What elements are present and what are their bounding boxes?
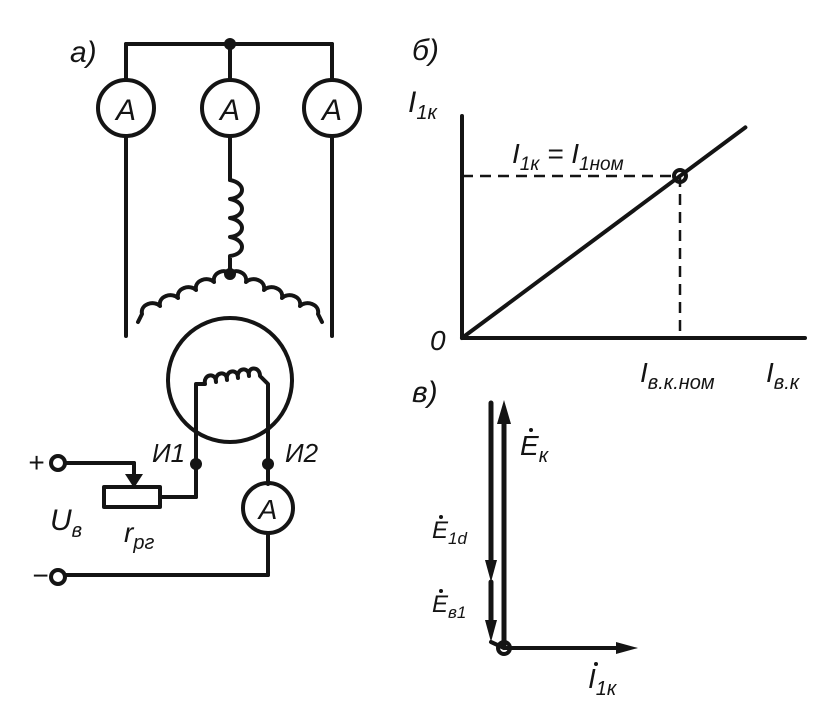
- minus-sign: −: [32, 560, 48, 591]
- rated-point-marker: [672, 168, 688, 184]
- supply-terminal-plus: [49, 454, 67, 472]
- stator-winding-right: [228, 269, 324, 324]
- phasor-origin-point: [496, 640, 512, 656]
- terminal-i2-label: И2: [285, 438, 319, 468]
- phasor-e1d-label: E1d: [432, 517, 467, 548]
- ammeter-right: A: [302, 78, 362, 138]
- phasor-i1k-arrowhead: [616, 642, 638, 654]
- supply-terminal-minus: [49, 568, 67, 586]
- phasor-eb1-arrowhead: [485, 620, 497, 642]
- i1k-dot-accent: [594, 662, 598, 666]
- phasor-ek-label: Eк: [520, 430, 550, 467]
- eb1-dot-accent: [439, 589, 443, 593]
- ammeter-left-label: A: [114, 94, 136, 127]
- stator-winding-left: [136, 269, 232, 324]
- ek-dot-accent: [529, 428, 533, 432]
- ammeter-right-label: A: [320, 94, 342, 127]
- origin-label: 0: [430, 325, 446, 356]
- rheostat-wiper-arrow: [125, 474, 143, 488]
- ammeter-excitation: A: [241, 481, 295, 535]
- panel-b-chart: б) I1к 0 I1к = I1ном Iв.к.ном Iв.к: [408, 34, 807, 394]
- x-tick-rated-label: Iв.к.ном: [640, 357, 715, 394]
- phasor-ek-arrowhead: [497, 400, 511, 424]
- rheostat-label: rрг: [124, 517, 154, 554]
- plus-sign: +: [28, 447, 44, 478]
- panel-b-label: б): [412, 34, 439, 67]
- ammeter-excitation-label: A: [257, 494, 278, 525]
- panel-a-circuit: а) A A A: [28, 36, 362, 591]
- panel-a-label: а): [70, 36, 97, 69]
- ammeter-left: A: [96, 78, 156, 138]
- y-axis-label: I1к: [408, 86, 438, 124]
- rheostat-body: [102, 485, 162, 509]
- ammeter-center-label: A: [218, 94, 240, 127]
- characteristic-line: [460, 125, 748, 340]
- phasor-i1k-label: I1к: [588, 663, 618, 700]
- rotor-field-winding: [194, 366, 270, 462]
- x-axis-label: Iв.к: [766, 357, 801, 394]
- terminal-i1-label: И1: [152, 438, 185, 468]
- ammeter-center: A: [200, 78, 260, 138]
- e1d-dot-accent: [439, 515, 443, 519]
- panel-c-label: в): [412, 376, 438, 409]
- rated-current-annotation: I1к = I1ном: [512, 138, 624, 175]
- phasor-eb1-label: Eв1: [432, 591, 466, 622]
- rotor-circle: [166, 316, 294, 444]
- voltage-label: Uв: [50, 504, 82, 542]
- panel-c-phasor: в) Eк E1d Eв1 I1к: [412, 376, 638, 700]
- phasor-e1d-arrowhead: [485, 560, 497, 582]
- stator-winding-vertical: [228, 178, 244, 274]
